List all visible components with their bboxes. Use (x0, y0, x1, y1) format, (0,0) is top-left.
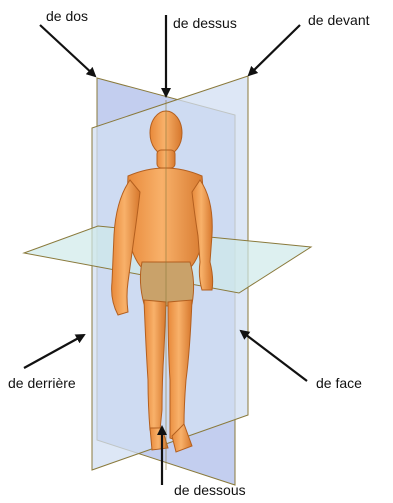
arrow-icon (40, 25, 95, 76)
label-de-devant: de devant (308, 12, 370, 28)
arrow-icon (241, 331, 307, 381)
arrow-icon (249, 25, 300, 75)
arrow-icon (24, 335, 84, 368)
label-de-face: de face (316, 375, 362, 391)
label-de-dessus: de dessus (173, 15, 237, 31)
label-de-dessous: de dessous (174, 482, 246, 498)
pelvis (140, 262, 193, 306)
label-de-derriere: de derrière (8, 375, 76, 391)
label-de-dos: de dos (46, 8, 88, 24)
